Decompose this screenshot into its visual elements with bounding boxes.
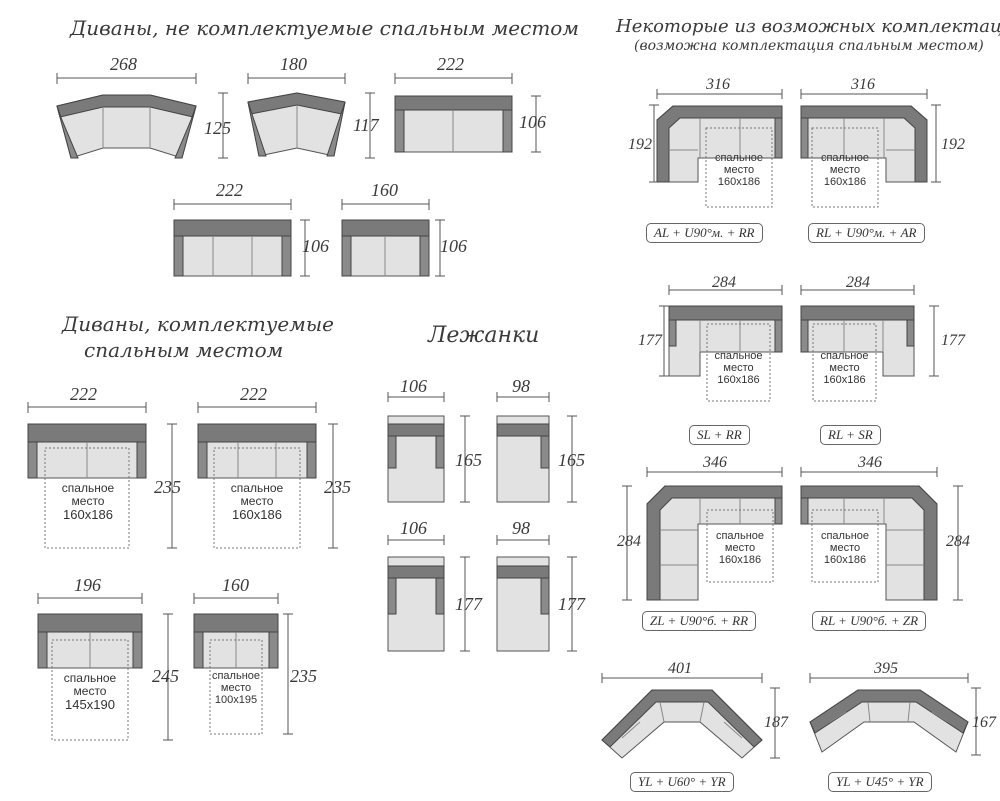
sofa-curved-268 <box>56 73 228 159</box>
dim-depth: 167 <box>972 714 996 731</box>
dim-depth: 165 <box>455 450 482 470</box>
combo-rl-sr <box>800 285 939 402</box>
combo-rl-u90m-ar <box>800 89 941 208</box>
combo-label: RL + U90°б. + ZR <box>812 611 927 631</box>
dim-depth: 284 <box>946 533 970 550</box>
dim-width: 222 <box>437 54 464 74</box>
dim-depth: 106 <box>302 236 329 256</box>
dim-depth: 177 <box>638 332 662 349</box>
dim-width: 98 <box>512 518 530 538</box>
combo-sl-rr <box>659 285 783 402</box>
section-title-bed-line2: спальным местом <box>84 338 284 362</box>
dim-width: 196 <box>74 575 101 595</box>
dim-depth: 117 <box>353 115 379 135</box>
dim-depth: 235 <box>324 477 351 497</box>
dim-width: 106 <box>400 518 427 538</box>
dim-width: 98 <box>512 376 530 396</box>
section-subtitle-combos: (возможна комплектация спальным местом) <box>634 38 984 54</box>
dim-width: 160 <box>371 180 398 200</box>
sofa-straight-160 <box>341 199 445 277</box>
dim-width: 180 <box>280 54 307 74</box>
lounger-98-177 <box>496 535 577 652</box>
dim-width: 401 <box>668 660 692 677</box>
sofa-curved-180 <box>247 73 375 159</box>
dim-depth: 192 <box>941 136 965 153</box>
dim-width: 346 <box>858 454 882 471</box>
dim-depth: 165 <box>558 450 585 470</box>
dim-depth: 177 <box>941 332 965 349</box>
sofa-straight-222-top <box>394 73 541 153</box>
dim-depth: 106 <box>519 112 546 132</box>
dim-width: 106 <box>400 376 427 396</box>
dim-depth: 106 <box>440 236 467 256</box>
combo-rl-u90b-zr <box>800 467 963 601</box>
dim-depth: 177 <box>558 594 585 614</box>
combo-yl-u60-yr <box>601 673 780 759</box>
dim-depth: 192 <box>628 136 652 153</box>
dim-width: 160 <box>222 575 249 595</box>
dim-width: 222 <box>216 180 243 200</box>
section-title-no-bed: Диваны, не комплектуемые спальным местом <box>70 16 579 40</box>
dim-width: 316 <box>706 76 730 93</box>
dim-width: 222 <box>240 384 267 404</box>
combo-zl-u90b-rr <box>622 467 783 601</box>
dim-depth: 177 <box>455 594 482 614</box>
section-title-bed-line1: Диваны, комплектуемые <box>62 312 334 336</box>
dim-depth: 235 <box>290 666 317 686</box>
bed-sofa-222-a <box>27 402 177 549</box>
combo-label: RL + SR <box>820 425 881 445</box>
combo-label: AL + U90°м. + RR <box>646 223 763 243</box>
dim-depth: 284 <box>617 533 641 550</box>
dim-width: 268 <box>110 54 137 74</box>
dim-width: 222 <box>70 384 97 404</box>
combo-label: YL + U60° + YR <box>630 772 734 792</box>
combo-label: RL + U90°м. + AR <box>808 223 925 243</box>
combo-yl-u45-yr <box>809 673 981 756</box>
lounger-106-165 <box>387 392 470 503</box>
bed-sofa-160 <box>193 593 293 735</box>
section-title-loungers: Лежанки <box>428 323 540 348</box>
dim-depth: 187 <box>764 714 788 731</box>
dim-width: 395 <box>874 660 898 677</box>
sofa-straight-222-bottom <box>173 199 310 277</box>
dim-width: 284 <box>846 274 870 291</box>
dim-width: 284 <box>712 274 736 291</box>
dim-width: 316 <box>851 76 875 93</box>
combo-label: SL + RR <box>689 425 750 445</box>
combo-label: YL + U45° + YR <box>828 772 932 792</box>
dim-depth: 245 <box>152 666 179 686</box>
combo-al-u90m-rr <box>649 89 783 208</box>
dim-depth: 125 <box>204 118 231 138</box>
lounger-106-177 <box>387 535 470 652</box>
section-title-combos: Некоторые из возможных комплектаций <box>616 16 1000 37</box>
lounger-98-165 <box>496 392 577 503</box>
bed-sofa-196 <box>37 593 173 741</box>
dim-depth: 235 <box>154 477 181 497</box>
dim-width: 346 <box>703 454 727 471</box>
bed-sofa-222-b <box>197 402 338 549</box>
combo-label: ZL + U90°б. + RR <box>642 611 757 631</box>
